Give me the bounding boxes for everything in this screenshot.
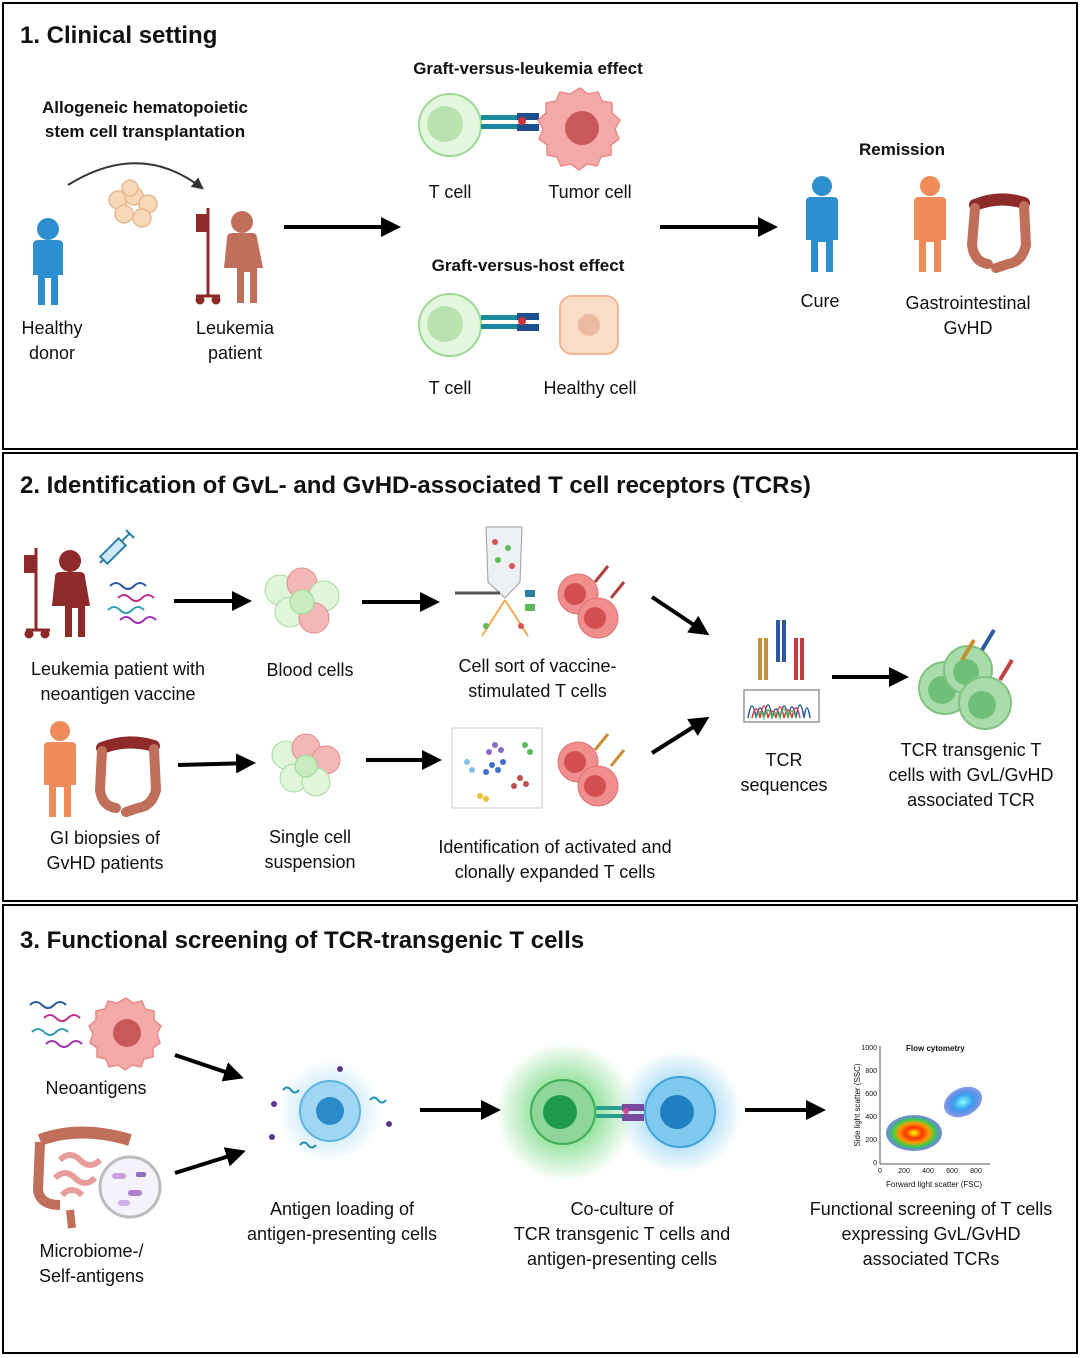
blood-cells-label: Blood cells	[266, 660, 354, 680]
coculture-label: Co-culture of TCR transgenic T cells and…	[513, 1199, 731, 1269]
patient-vaccine-label: Leukemia patient with neoantigen vaccine	[30, 659, 206, 704]
leukemia-patient-label: Leukemia patient	[195, 318, 275, 363]
single-cell-label: Single cell suspension	[264, 827, 356, 872]
cure-label: Cure	[800, 291, 840, 311]
flow-ytick: 800	[865, 1068, 877, 1075]
gvh-tcell-label: T cell	[428, 378, 472, 398]
gvh-healthy-label: Healthy cell	[543, 378, 637, 398]
gvl-tumor-label: Tumor cell	[548, 182, 632, 202]
cell-sort-label: Cell sort of vaccine- stimulated T cells	[458, 656, 617, 701]
gvl-tcell-label: T cell	[428, 182, 472, 202]
panel2-title: 2. Identification of GvL- and GvHD-assoc…	[20, 472, 811, 499]
flow-xtick: 800	[970, 1168, 982, 1175]
flow-xtick: 200	[898, 1168, 910, 1175]
healthy-donor-label: Healthy donor	[21, 318, 83, 363]
antigen-loading-label: Antigen loading of antigen-presenting ce…	[246, 1199, 438, 1244]
identification-label: Identification of activated and clonally…	[438, 837, 672, 882]
tcr-sequences-label: TCR sequences	[740, 750, 828, 795]
panel-clinical-setting	[2, 2, 1078, 450]
neoantigens-label: Neoantigens	[45, 1078, 147, 1098]
functional-label: Functional screening of T cells expressi…	[809, 1199, 1053, 1269]
flow-ytick: 0	[873, 1160, 877, 1167]
gvl-title: Graft-versus-leukemia effect	[413, 59, 643, 78]
transplant-label: Allogeneic hematopoietic stem cell trans…	[42, 98, 248, 141]
flow-ytick: 400	[865, 1114, 877, 1121]
flow-ytick: 200	[865, 1137, 877, 1144]
remission-label: Remission	[859, 140, 945, 159]
panel3-title: 3. Functional screening of TCR-transgeni…	[20, 927, 585, 954]
panel1-title: 1. Clinical setting	[20, 22, 218, 49]
flow-ytick: 600	[865, 1091, 877, 1098]
flow-ytick: 1000	[861, 1045, 877, 1052]
flow-xtick: 600	[946, 1168, 958, 1175]
flow-xtick: 400	[922, 1168, 934, 1175]
flow-xlabel: Forward light scatter (FSC)	[886, 1180, 983, 1189]
flow-title: Flow cytometry	[906, 1044, 965, 1053]
gvh-title: Graft-versus-host effect	[431, 256, 625, 275]
flow-xtick: 0	[878, 1168, 882, 1175]
gi-gvhd-label: Gastrointestinal GvHD	[905, 293, 1031, 338]
tcr-transgenic-label: TCR transgenic T cells with GvL/GvHD ass…	[888, 740, 1054, 810]
microbiome-label: Microbiome-/ Self-antigens	[38, 1241, 145, 1286]
gi-biopsies-label: GI biopsies of GvHD patients	[46, 828, 164, 873]
